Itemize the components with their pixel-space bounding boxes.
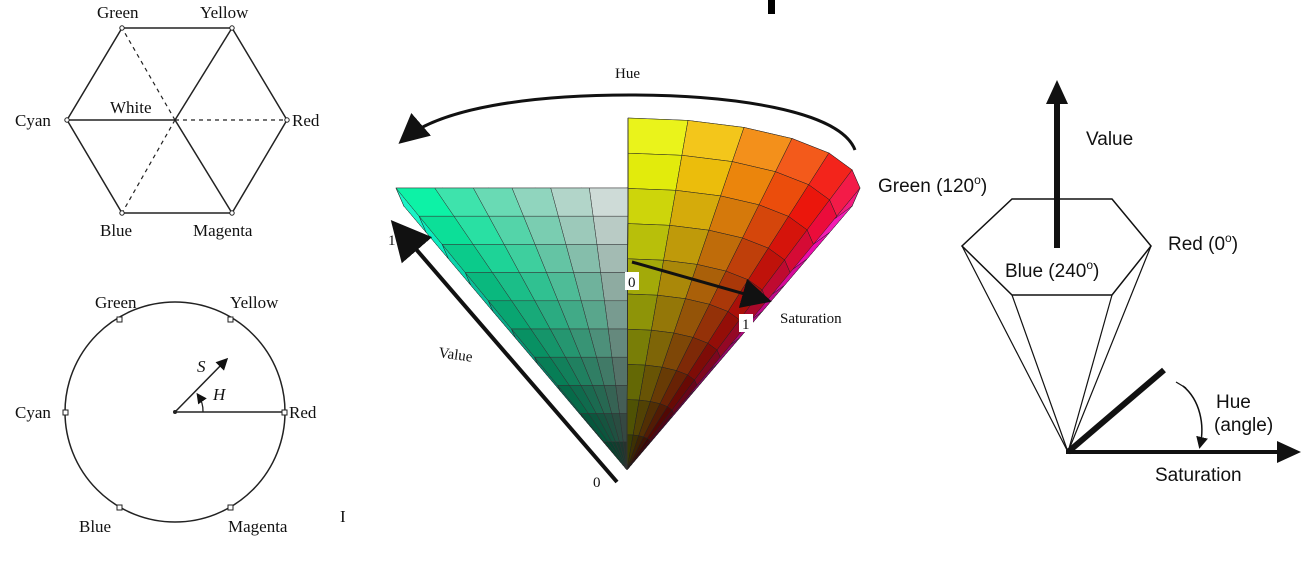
cone-wedge-cell (589, 187, 629, 217)
cone-side-cell (627, 152, 683, 191)
hexagon-axis-green-dashed (121, 27, 176, 121)
cone-wedge-cell (592, 215, 629, 245)
hexagon-label-white: White (110, 98, 152, 117)
cone-wedge-cell (596, 244, 629, 273)
cone-label-saturation: Saturation (780, 311, 842, 327)
hexagon-label-blue: Blue (100, 221, 132, 240)
hexcone-blue-degree: o (1086, 258, 1093, 272)
circle-label-cyan: Cyan (15, 403, 51, 422)
circle-hue-arc (196, 392, 207, 413)
hexcone-hue-angle-arc (1182, 385, 1208, 449)
hexagon-label-magenta: Magenta (193, 221, 253, 240)
hexcone-value-arrowhead (1046, 80, 1068, 104)
hexcone-label-angle: (angle) (1214, 415, 1273, 436)
circle-hue-markers (62, 316, 288, 511)
circle-label-blue: Blue (79, 517, 111, 536)
hexcone-label-hue: Hue (1216, 392, 1251, 413)
cone-cutaway-wedge (395, 117, 629, 471)
hexagon-label-cyan: Cyan (15, 111, 51, 130)
cone-wedge-cell (603, 441, 628, 471)
hexagon-label-green: Green (97, 3, 139, 22)
cone-side-cell (626, 439, 651, 471)
hexagon-label-yellow: Yellow (200, 3, 249, 22)
cone-saturation-arrow (631, 260, 772, 308)
cone-label-one-left: 1 (388, 233, 396, 249)
hexcone-hue-vector (1066, 367, 1166, 455)
cone-label-zero-center: 0 (628, 275, 636, 291)
cone-side-cell (627, 223, 670, 261)
hexcone-green-degree: o (974, 173, 981, 187)
hexagon-vertex-dots (64, 25, 290, 216)
hexagon-label-red: Red (292, 111, 320, 130)
circle-saturation-vector (174, 357, 229, 413)
cone-label-hue: Hue (615, 66, 640, 82)
circle-label-magenta: Magenta (228, 517, 288, 536)
hexagon-axis-yellow (174, 27, 233, 121)
hexcone-label-blue: Blue (240o) (1005, 258, 1099, 282)
cone-label-value: Value (437, 345, 473, 366)
cone-hue-arrow (398, 93, 857, 151)
hexcone-edges (961, 245, 1152, 453)
divider-bar (768, 0, 775, 14)
cone-value-arrow (390, 219, 619, 484)
hexcone-diagram: Value Green (120o) Red (0o) Blue (240o) … (878, 80, 1301, 486)
cone-side-cell (627, 188, 677, 226)
circle-diagram: Green Yellow Cyan Red Blue Magenta S H I (15, 293, 346, 536)
hsv-cone: Hue Value Saturation 1 0 0 1 (388, 66, 861, 491)
cone-wedge-cell (600, 272, 628, 302)
hexcone-label-red: Red (0o) (1168, 231, 1238, 255)
hexcone-label-value: Value (1086, 129, 1133, 150)
cone-label-one-right: 1 (742, 317, 750, 333)
hexagon-axis-blue-dashed (121, 119, 176, 214)
cone-side-cell (627, 117, 689, 156)
circle-label-red: Red (289, 403, 317, 422)
hexcone-label-green: Green (120o) (878, 173, 987, 197)
hexagon-axis-magenta (174, 119, 233, 214)
hexcone-label-saturation: Saturation (1155, 465, 1242, 486)
hexcone-red-degree: o (1225, 231, 1232, 245)
circle-label-s: S (197, 357, 206, 376)
cone-label-zero-bottom: 0 (593, 475, 601, 491)
hexcone-saturation-arrowhead (1277, 441, 1301, 463)
hexagon-diagram: Green Yellow Cyan White Red Blue Magenta (15, 3, 320, 240)
circle-label-green: Green (95, 293, 137, 312)
circle-stray-mark: I (340, 507, 346, 526)
circle-label-yellow: Yellow (230, 293, 279, 312)
circle-label-h: H (212, 385, 227, 404)
